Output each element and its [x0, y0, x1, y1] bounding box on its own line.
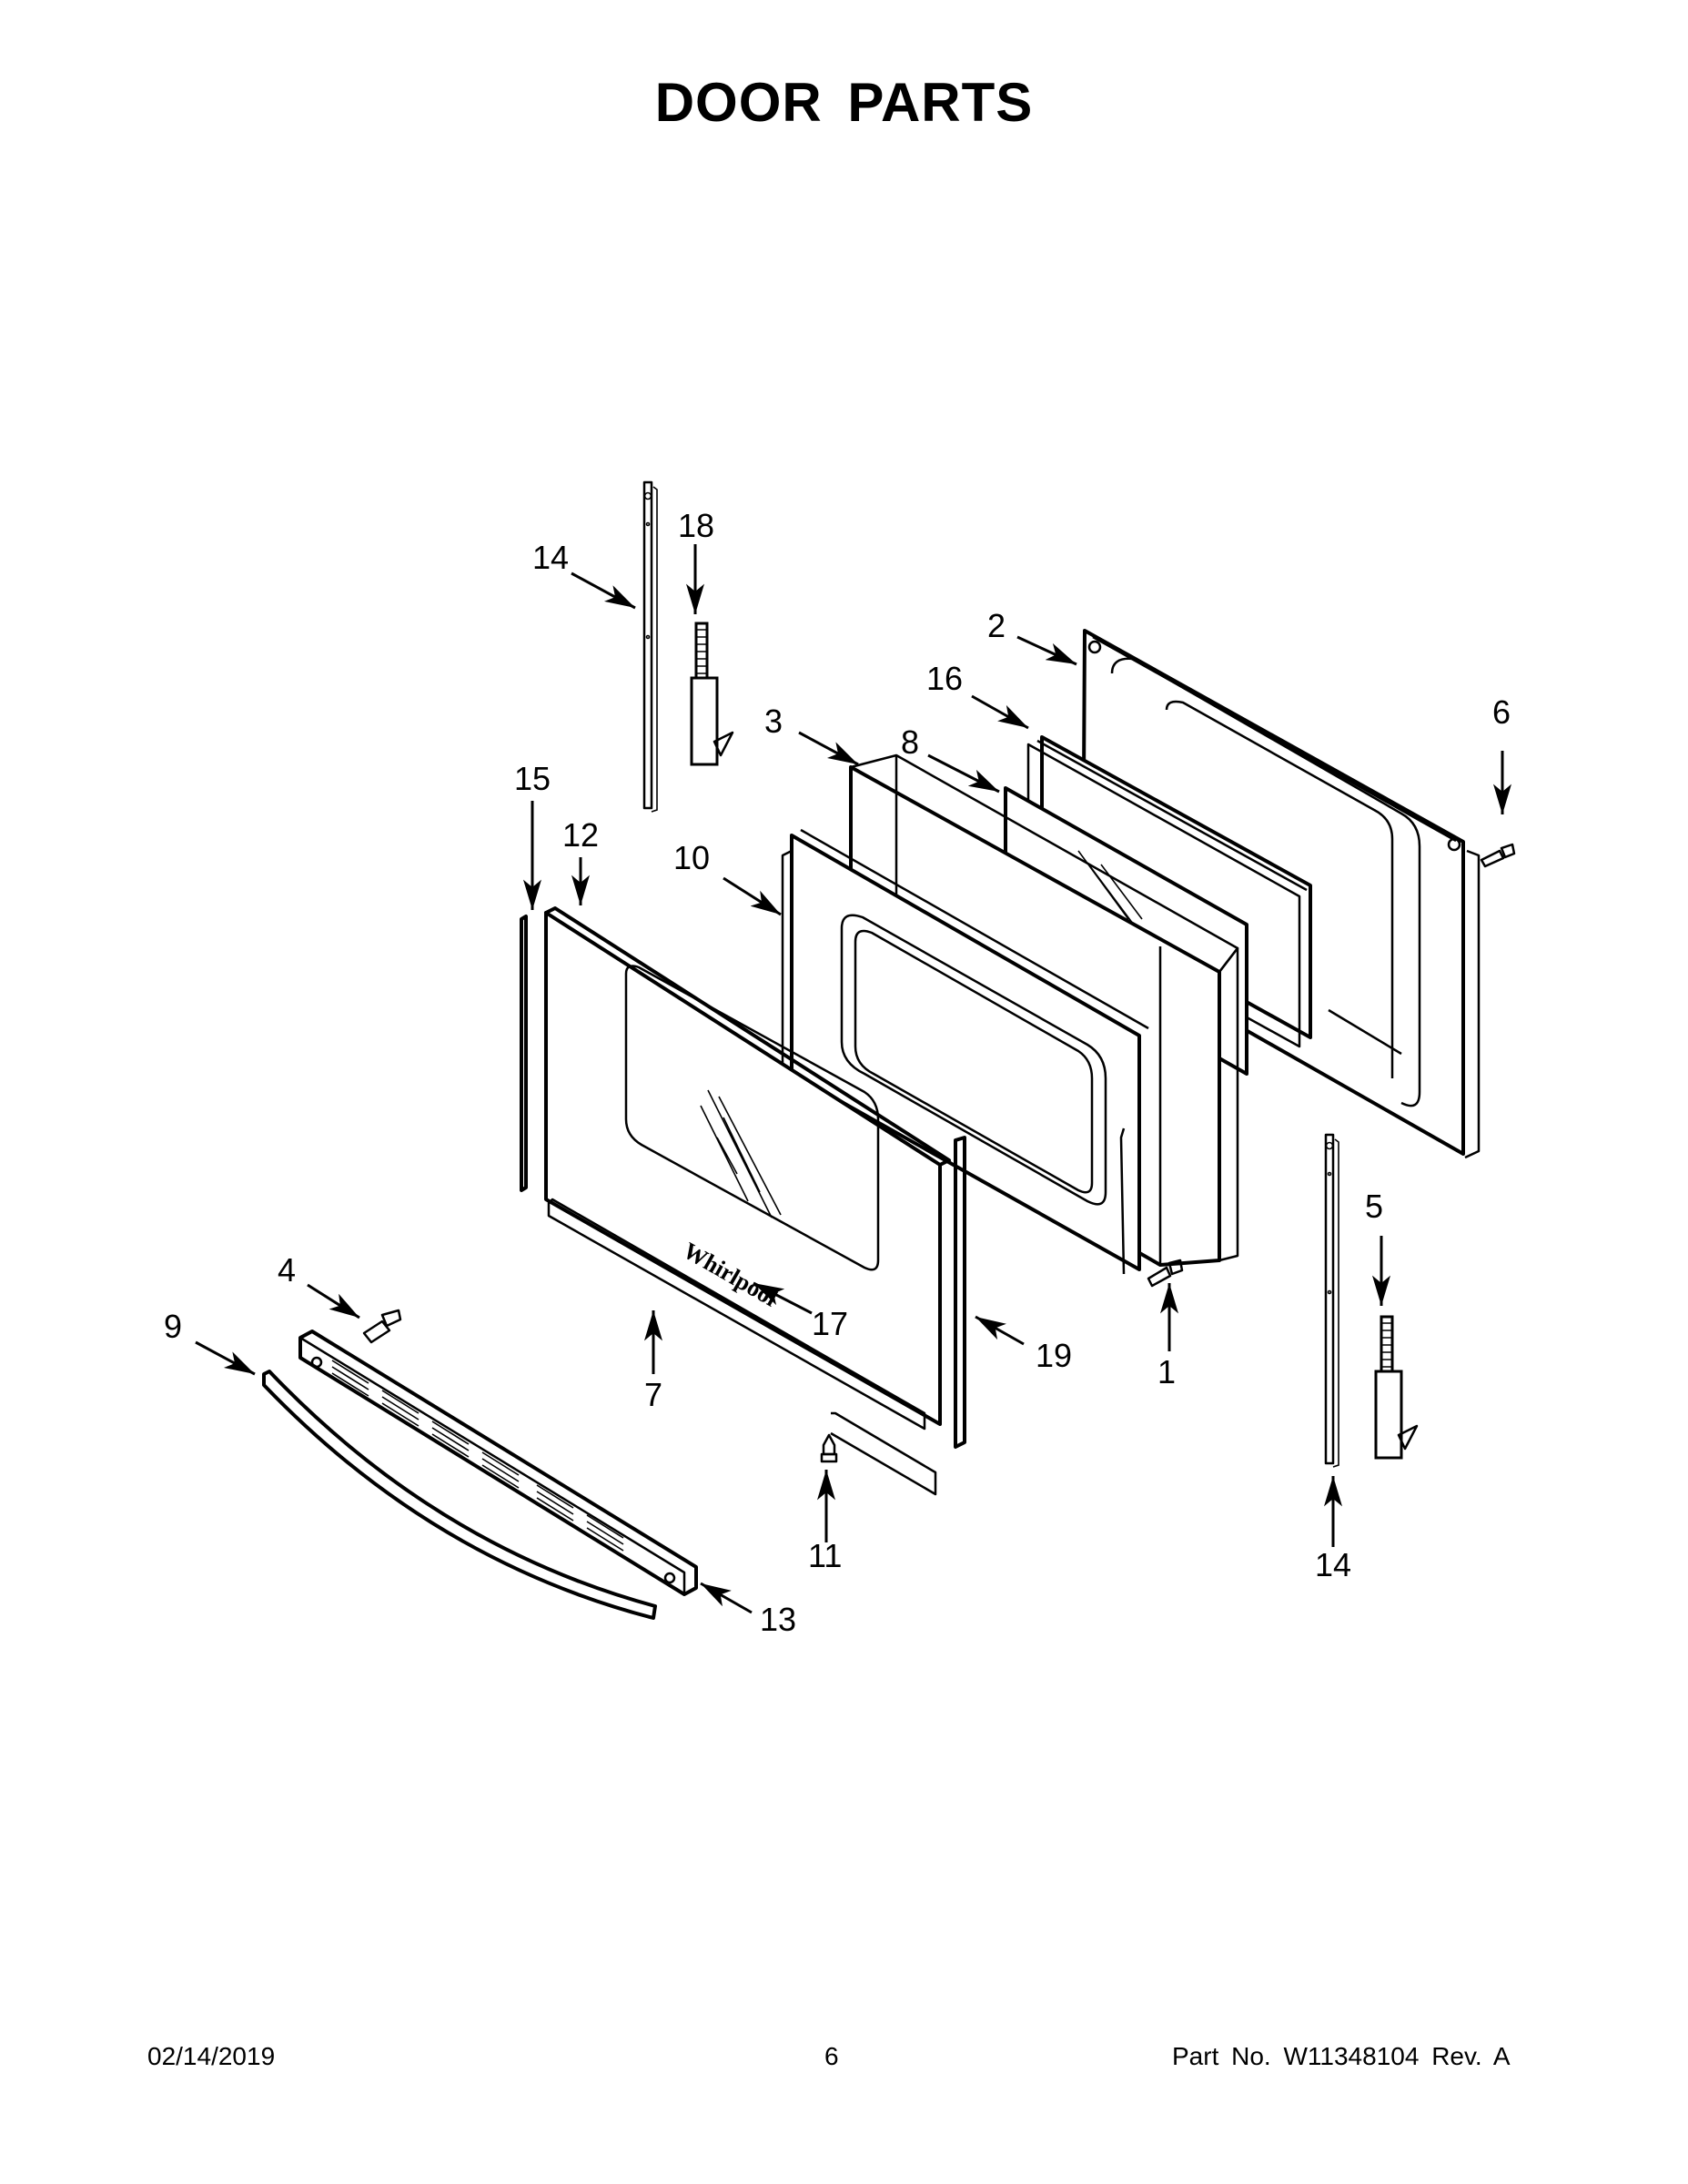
callout-10: 10 [673, 839, 710, 876]
callout-13: 13 [760, 1601, 796, 1638]
part-6-screw [1480, 843, 1516, 868]
callout-3: 3 [764, 703, 783, 740]
part-19-side-trim [954, 1136, 966, 1449]
callout-14-upper: 14 [532, 539, 569, 576]
callout-17: 17 [812, 1305, 848, 1342]
part-5-door-hinge [1374, 1315, 1419, 1460]
callout-7: 7 [644, 1376, 662, 1413]
bottom-channel [830, 1411, 937, 1496]
part-11-screw [820, 1433, 838, 1463]
footer-page-number: 6 [824, 2042, 839, 2070]
footer-date: 02/14/2019 [147, 2042, 276, 2070]
part-1-screw [1147, 1259, 1184, 1288]
callout-11: 11 [808, 1537, 842, 1574]
part-15-side-trim [520, 915, 528, 1192]
callout-12: 12 [562, 816, 599, 854]
part-14-hinge-receiver-lower [1324, 1133, 1339, 1468]
part-4-screw [362, 1309, 402, 1344]
part-9-door-handle [262, 1370, 657, 1620]
part-14-hinge-receiver-upper [642, 480, 658, 813]
callout-19: 19 [1036, 1337, 1072, 1374]
footer-part-number: Part No. W11348104 Rev. A [1172, 2042, 1511, 2070]
callout-1: 1 [1157, 1353, 1176, 1390]
callout-16: 16 [926, 660, 963, 697]
callout-2: 2 [987, 607, 1006, 644]
callout-14-lower: 14 [1315, 1546, 1351, 1583]
callout-6: 6 [1492, 693, 1511, 731]
callout-labels: 1 2 3 4 5 6 7 8 9 10 11 12 13 14 14 15 1… [164, 507, 1511, 1638]
part-10-door-liner [781, 828, 1149, 1275]
callout-5: 5 [1365, 1188, 1383, 1225]
callout-15: 15 [514, 760, 551, 797]
leader-arrows [195, 544, 1511, 1614]
part-7-bottom-trim [547, 1198, 926, 1431]
callout-8: 8 [901, 723, 919, 761]
callout-9: 9 [164, 1308, 182, 1345]
part-18-door-hinge [690, 622, 734, 766]
page-title: DOOR PARTS [654, 72, 1034, 133]
callout-18: 18 [678, 507, 714, 544]
callout-4: 4 [278, 1251, 296, 1289]
part-13-vent-grille [298, 1330, 698, 1596]
